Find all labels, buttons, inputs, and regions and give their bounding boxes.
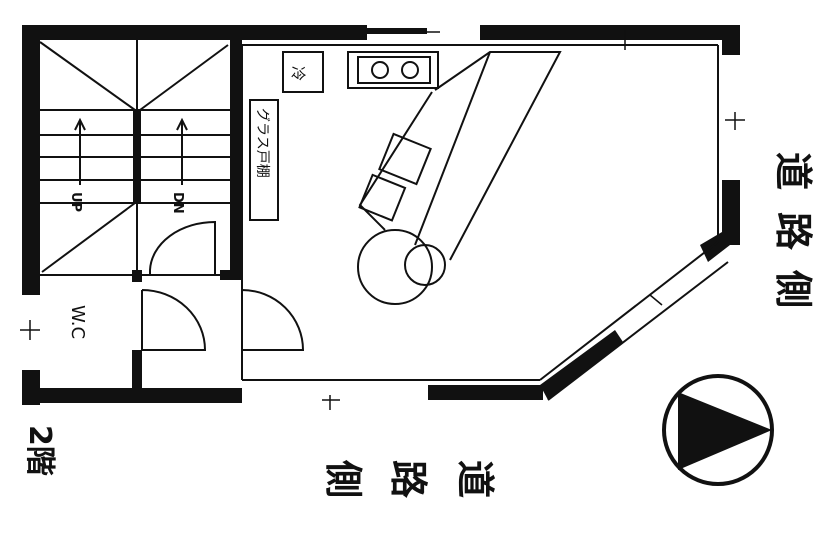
floor-label: 2階 [22, 425, 57, 476]
dimension-ticks [20, 30, 745, 410]
thin-walls [40, 40, 729, 401]
burner-icon [401, 61, 419, 79]
kitchen-counter [249, 51, 562, 305]
road-side-right-label: 道 路 側 [771, 152, 815, 308]
road-side-char: 路 [386, 460, 430, 499]
stove [347, 51, 439, 89]
road-side-char: 道 [453, 460, 497, 498]
road-side-bottom-label: 道 路 側 [321, 459, 497, 499]
staircase [39, 41, 230, 273]
doors [141, 220, 305, 351]
stairs-down-label: DN [170, 192, 185, 214]
road-side-char: 側 [321, 459, 365, 498]
fridge-label: 冷 [289, 66, 307, 81]
walls [22, 25, 740, 405]
sink [378, 132, 432, 186]
road-side-char: 側 [771, 269, 815, 308]
glass-cabinet-label: グラス戸棚 [254, 108, 270, 178]
stairs-up-label: UP [68, 192, 83, 212]
road-side-char: 道 [771, 152, 815, 190]
glass-cabinet [249, 99, 279, 221]
fridge [282, 51, 324, 93]
road-side-char: 路 [771, 212, 815, 251]
compass-icon [662, 374, 774, 486]
burner-icon [371, 61, 389, 79]
wc-label: W.C [67, 305, 88, 339]
sink [358, 173, 407, 222]
